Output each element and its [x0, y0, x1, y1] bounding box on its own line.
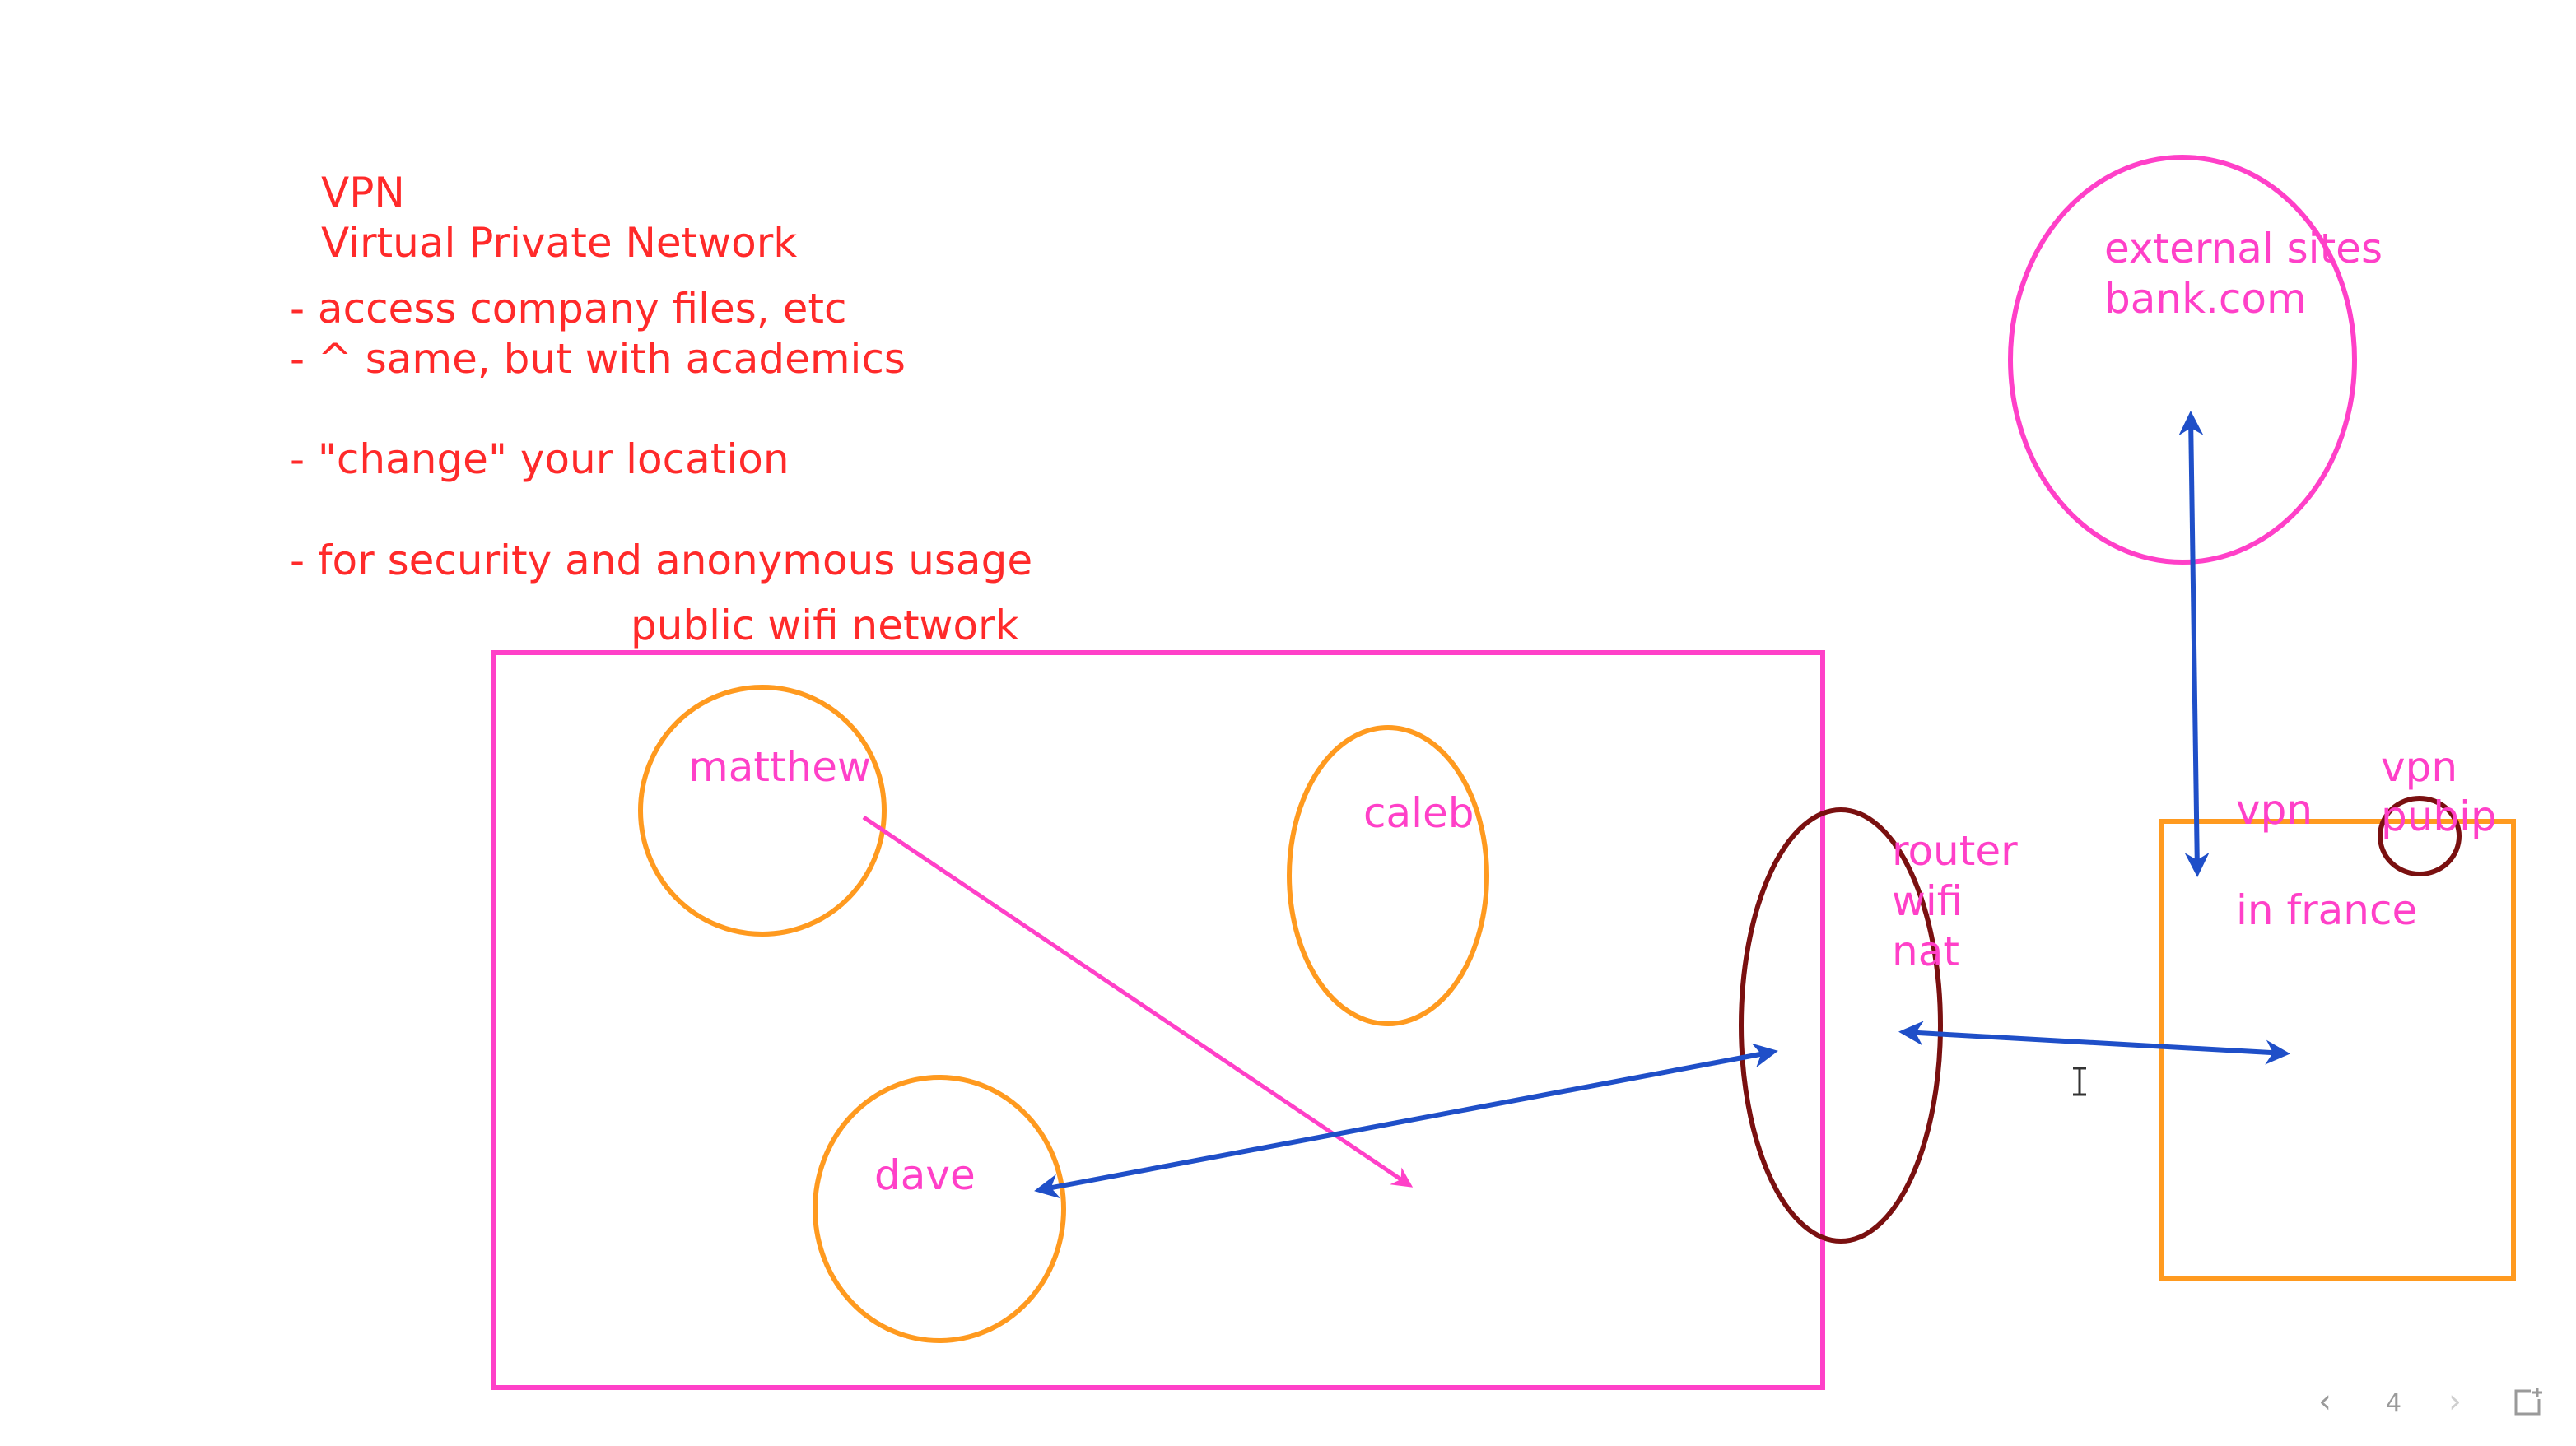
vpn-pubip-circle [2378, 796, 2462, 876]
external-sites-label: bank.com [2104, 275, 2307, 323]
vpn-location-label: in france [2236, 886, 2418, 934]
notes-subtitle: Virtual Private Network [321, 219, 798, 267]
router-label: wifi [1892, 877, 1963, 925]
notes-bullet: - for security and anonymous usage [290, 537, 1033, 584]
matthew-circle [638, 685, 887, 937]
public-wifi-network-box [491, 650, 1825, 1390]
external-sites-label: external sites [2104, 225, 2383, 272]
notes-bullet: - access company files, etc [290, 285, 847, 332]
external-sites-circle [2008, 155, 2357, 565]
vpn-pubip-label: pubip [2381, 793, 2497, 840]
matthew-to-dave-arrow [862, 815, 1414, 1188]
user-label-matthew: matthew [688, 743, 871, 791]
text-cursor-icon [2073, 1067, 2086, 1096]
notes-title: VPN [321, 169, 405, 216]
user-label-dave: dave [874, 1151, 976, 1199]
dave-router-arrow [1034, 1043, 1778, 1199]
vpn-pubip-label: vpn [2381, 743, 2458, 791]
notes-bullet: - "change" your location [290, 435, 790, 483]
chevron-right-icon[interactable]: › [2448, 1383, 2462, 1420]
dave-circle [813, 1075, 1066, 1343]
chevron-left-icon[interactable]: ‹ [2318, 1383, 2331, 1420]
notes-bullet: - ^ same, but with academics [290, 335, 906, 383]
caleb-circle [1287, 725, 1489, 1026]
router-vpn-arrow [1898, 1021, 2290, 1065]
vpn-external-arrow [2178, 411, 2210, 877]
new-page-icon[interactable] [2509, 1384, 2546, 1420]
page-number: 4 [2386, 1389, 2402, 1418]
router-label: router [1892, 827, 2018, 875]
vpn-label: vpn [2236, 786, 2313, 834]
user-label-caleb: caleb [1363, 789, 1474, 837]
network-label: public wifi network [631, 602, 1019, 649]
router-label: nat [1892, 928, 1959, 975]
